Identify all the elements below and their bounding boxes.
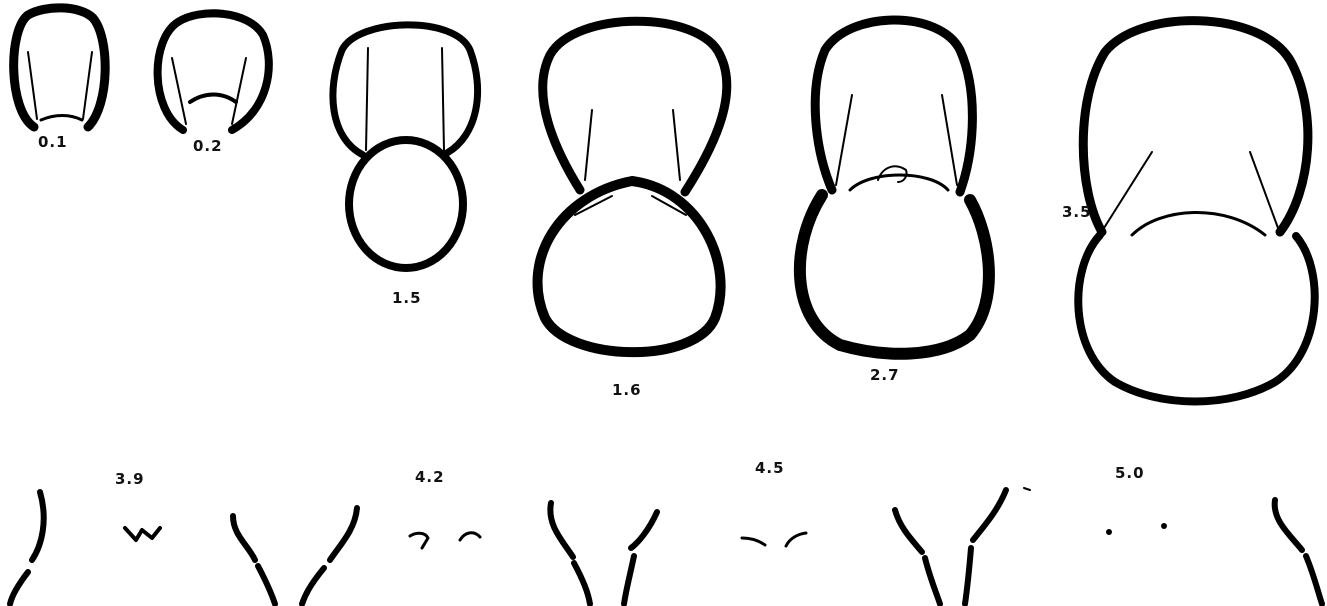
stage-0-2-drawing: [158, 13, 269, 130]
stage-4-2-drawing: [410, 503, 657, 604]
stage-label-1-6: 1.6: [612, 381, 642, 399]
stage-label-3-5: 3.5: [1062, 203, 1092, 221]
stage-label-0-1: 0.1: [38, 133, 68, 151]
stage-0-1-drawing: [14, 8, 106, 127]
stage-label-2-7: 2.7: [870, 366, 900, 384]
stage-label-0-2: 0.2: [193, 137, 223, 155]
stage-label-5-0: 5.0: [1115, 464, 1145, 482]
stage-label-4-2: 4.2: [415, 468, 445, 486]
stage-4-5-drawing: [742, 488, 1030, 604]
stage-label-1-5: 1.5: [392, 289, 422, 307]
stage-2-7-drawing: [800, 20, 989, 354]
stage-1-5-drawing: [333, 25, 478, 268]
stage-5-0-drawing: [1106, 500, 1322, 604]
stage-label-4-5: 4.5: [755, 459, 785, 477]
stage-3-5-drawing: [1078, 21, 1314, 402]
stage-label-3-9: 3.9: [115, 470, 145, 488]
stage-1-6-drawing: [538, 21, 727, 352]
stage-3-9-drawing: [10, 492, 357, 604]
